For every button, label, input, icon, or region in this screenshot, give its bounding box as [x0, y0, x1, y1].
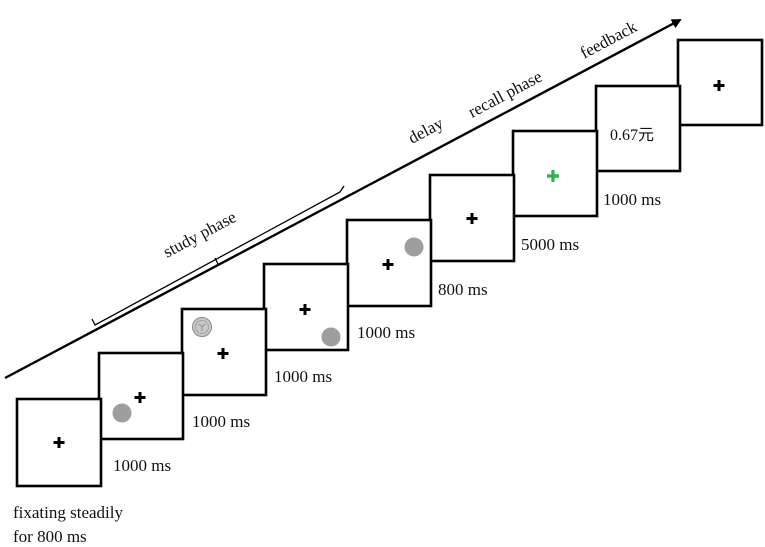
fixation-cross-icon: [713, 80, 725, 91]
fixation-cross-icon: [53, 437, 65, 448]
feedback-label: feedback: [577, 17, 641, 63]
screen-1: [15, 397, 103, 488]
screen-6: [428, 173, 516, 263]
duration-label-7: 5000 ms: [521, 235, 579, 254]
duration-label-1: fixating steadily: [13, 503, 124, 522]
timeline-arrow: [4, 18, 682, 380]
gray-dot-icon: [404, 237, 424, 257]
duration-label-4: 1000 ms: [274, 367, 332, 386]
delay-label: delay: [405, 113, 447, 147]
gray-dot-icon: [112, 403, 132, 423]
screen-8: 0.67元: [594, 84, 682, 173]
screen-7: [511, 129, 599, 218]
screen-5: [345, 218, 433, 308]
fixation-cross-icon: [134, 392, 146, 403]
duration-label-8: 1000 ms: [603, 190, 661, 209]
feedback-amount-text: 0.67元: [610, 127, 654, 144]
coin-icon: [192, 317, 212, 337]
screen-2: [97, 351, 185, 441]
duration-label-1b: for 800 ms: [13, 527, 87, 546]
screen-9: [676, 38, 764, 127]
study-phase-bracket: [91, 185, 345, 326]
fixation-cross-icon: [299, 304, 311, 315]
green-fixation-cross-icon: [547, 170, 559, 182]
duration-label-2: 1000 ms: [113, 456, 171, 475]
duration-label-3: 1000 ms: [192, 412, 250, 431]
screen-3: [180, 307, 268, 397]
duration-label-6: 800 ms: [438, 280, 488, 299]
fixation-cross-icon: [217, 348, 229, 359]
fixation-cross-icon: [466, 213, 478, 224]
duration-label-5: 1000 ms: [357, 323, 415, 342]
fixation-cross-icon: [382, 259, 394, 270]
gray-dot-icon: [321, 327, 341, 347]
screen-4: [262, 262, 350, 352]
